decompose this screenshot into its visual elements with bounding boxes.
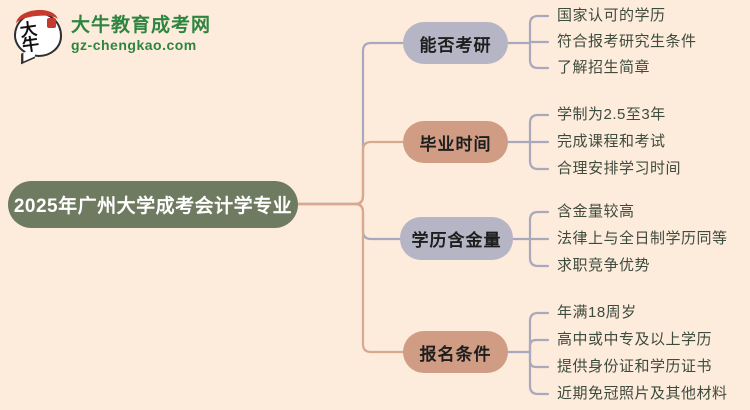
leaf-item: 法律上与全日制学历同等 bbox=[557, 230, 728, 247]
logo-domain: gz-chengkao.com bbox=[71, 37, 197, 53]
leaf-item: 年满18周岁 bbox=[557, 304, 637, 321]
root-node: 2025年广州大学成考会计学专业 bbox=[8, 181, 298, 228]
connector-root-branch3 bbox=[296, 202, 402, 241]
leaf-item: 完成课程和考试 bbox=[557, 133, 666, 150]
connector-branch1-leaf1 bbox=[528, 14, 550, 45]
logo-speech-bubble-icon: 大牛 bbox=[14, 7, 62, 65]
logo-text-block: 大牛教育成考网 gz-chengkao.com bbox=[71, 15, 211, 54]
connector-branch1-leaf3 bbox=[528, 41, 550, 70]
logo-title: 大牛教育成考网 bbox=[71, 15, 212, 36]
connector-branch3-leaf3 bbox=[528, 237, 550, 268]
connector-root-branch1 bbox=[296, 41, 405, 206]
connector-root-branch2 bbox=[296, 140, 405, 206]
connector-branch4-leaf3 bbox=[528, 350, 550, 369]
connector-branch2-leaf3 bbox=[528, 140, 550, 171]
leaf-item: 近期免冠照片及其他材料 bbox=[557, 385, 728, 402]
leaf-item: 高中或中专及以上学历 bbox=[557, 331, 713, 348]
branch-node-degree-value: 学历含金量 bbox=[400, 217, 513, 260]
leaf-item: 提供身份证和学历证书 bbox=[557, 358, 713, 375]
connector-branch2-leaf1 bbox=[528, 113, 550, 144]
connector-branch4-leaf2 bbox=[528, 338, 550, 354]
leaf-item: 学制为2.5至3年 bbox=[557, 106, 666, 123]
logo-seal-icon bbox=[47, 18, 56, 28]
connector-branch4-leaf4 bbox=[528, 350, 550, 396]
leaf-item: 含金量较高 bbox=[557, 203, 635, 220]
leaf-item: 符合报考研究生条件 bbox=[557, 33, 697, 50]
branch-node-graduation-time: 毕业时间 bbox=[403, 121, 508, 163]
leaf-item: 求职竞争优势 bbox=[557, 257, 651, 274]
leaf-item: 国家认可的学历 bbox=[557, 7, 666, 24]
leaf-item: 合理安排学习时间 bbox=[557, 160, 682, 177]
connector-branch4-leaf1 bbox=[528, 311, 550, 354]
connector-root-branch4 bbox=[296, 202, 405, 354]
connector-branch3-leaf1 bbox=[528, 210, 550, 241]
branch-node-postgrad-eligibility: 能否考研 bbox=[403, 22, 508, 64]
site-logo: 大牛 大牛教育成考网 gz-chengkao.com bbox=[14, 7, 211, 65]
leaf-item: 了解招生简章 bbox=[557, 59, 651, 76]
branch-node-registration-requirements: 报名条件 bbox=[403, 331, 508, 373]
